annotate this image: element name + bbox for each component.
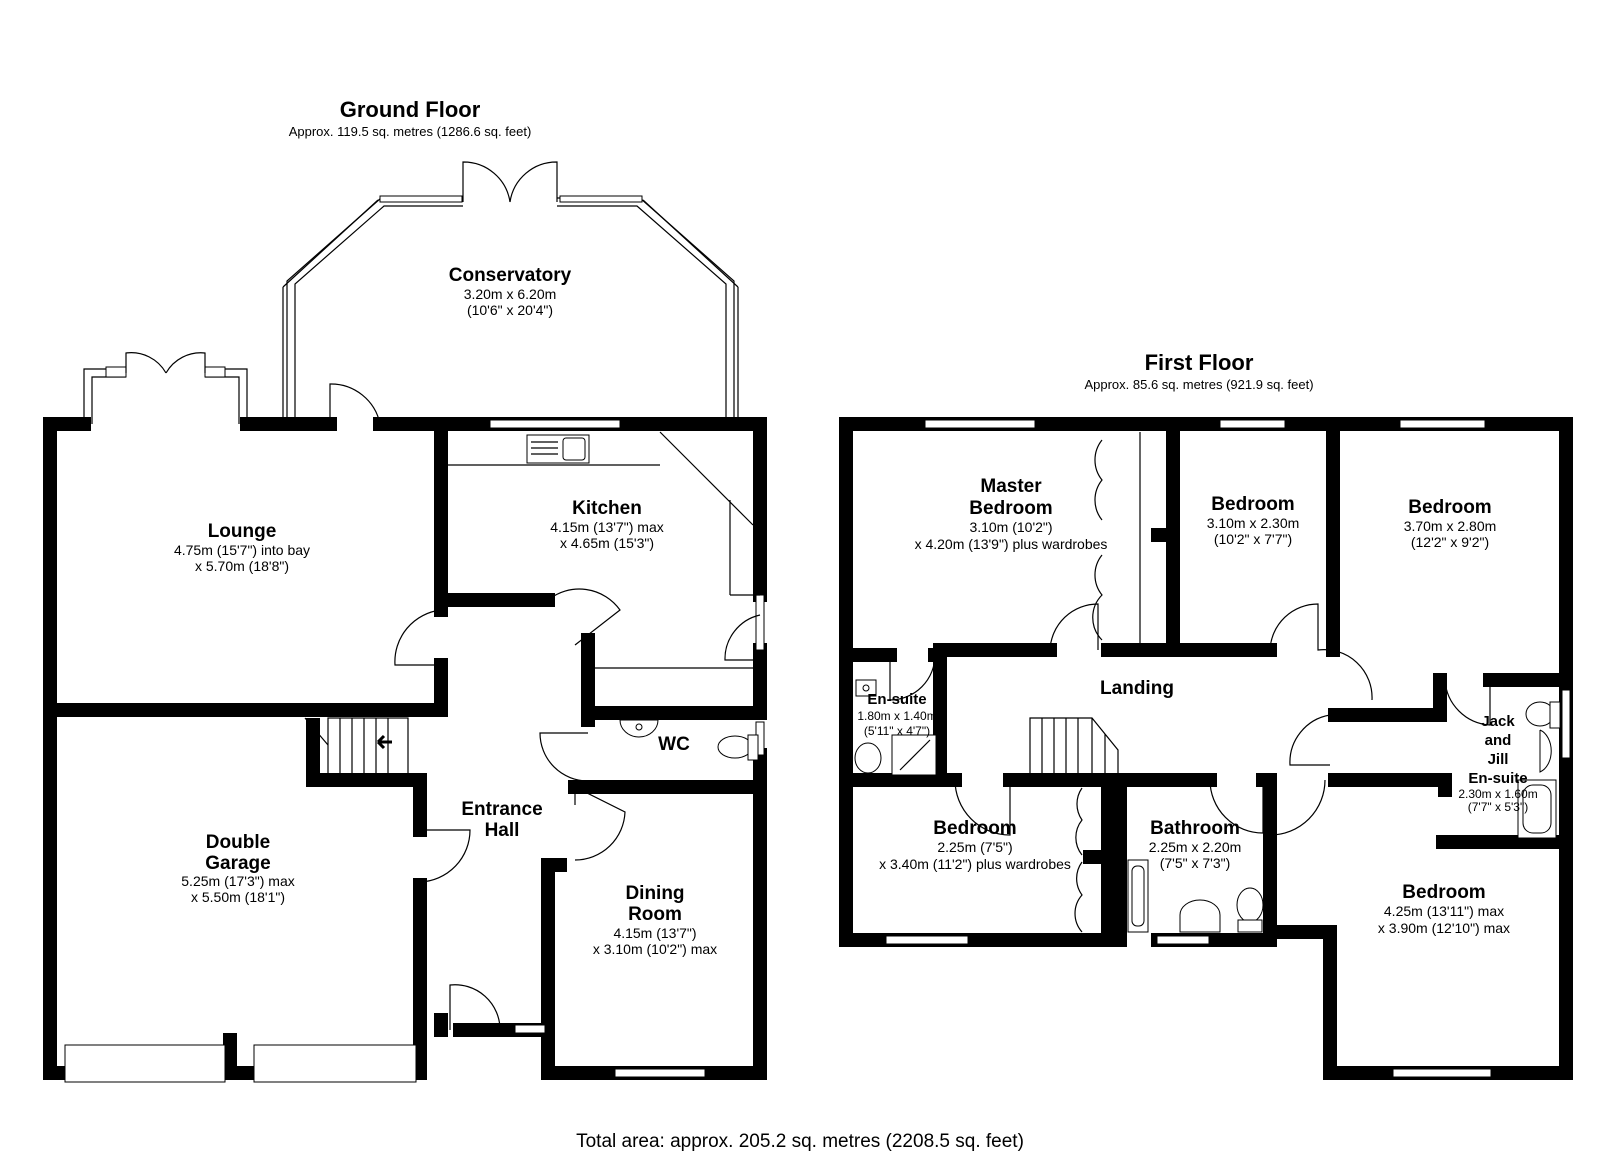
first-floor-title: First Floor xyxy=(1145,350,1254,375)
ground-floor-area: Approx. 119.5 sq. metres (1286.6 sq. fee… xyxy=(289,124,532,139)
bedroom-5-dim-1: 4.25m (13'11") max xyxy=(1384,903,1504,919)
jack-jill-label-4: En-suite xyxy=(1468,770,1527,787)
en-suite-dim-2: (5'11" x 4'7") xyxy=(864,724,930,738)
double-garage-label-1: Double xyxy=(206,832,270,853)
bedroom-4-window xyxy=(885,935,969,945)
entrance-hall-label-1: Entrance xyxy=(461,799,542,820)
conservatory-dim-1: 3.20m x 6.20m xyxy=(464,286,557,302)
master-bedroom-dim-1: 3.10m (10'2") xyxy=(969,519,1052,535)
bedroom-2-dim-2: (10'2" x 7'7") xyxy=(1214,531,1292,547)
jack-jill-dim-1: 2.30m x 1.60m xyxy=(1458,787,1537,801)
first-floor-doors xyxy=(889,603,1491,836)
lounge-label: Lounge xyxy=(208,521,277,542)
lounge-dim-1: 4.75m (15'7") into bay xyxy=(174,542,310,558)
landing-label: Landing xyxy=(1100,678,1174,699)
dining-room-label-2: Room xyxy=(628,904,682,925)
bathroom-window xyxy=(1156,935,1210,945)
garage-door-left xyxy=(64,1044,226,1083)
kitchen-side-window xyxy=(755,594,765,651)
kitchen-dim-2: x 4.65m (15'3") xyxy=(560,535,654,551)
conservatory-dim-2: (10'6" x 20'4") xyxy=(467,302,553,318)
jack-jill-label-3: Jill xyxy=(1488,751,1509,768)
bedroom-4-dim-2: x 3.40m (11'2") plus wardrobes xyxy=(879,856,1071,872)
ground-floor-doors xyxy=(329,383,761,1031)
first-floor-area: Approx. 85.6 sq. metres (921.9 sq. feet) xyxy=(1084,377,1313,392)
lounge-dim-2: x 5.70m (18'8") xyxy=(195,558,289,574)
kitchen-fittings xyxy=(441,431,760,669)
dining-room-label-1: Dining xyxy=(625,883,684,904)
en-suite-label: En-suite xyxy=(867,691,926,708)
kitchen-window xyxy=(489,419,621,429)
bathroom-dim-2: (7'5" x 7'3") xyxy=(1160,855,1231,871)
bedroom-3-label: Bedroom xyxy=(1408,497,1491,518)
conservatory-label: Conservatory xyxy=(449,265,572,286)
en-suite-dim-1: 1.80m x 1.40m xyxy=(857,709,936,723)
double-garage-dim-2: x 5.50m (18'1") xyxy=(191,889,285,905)
wc-fittings xyxy=(619,719,759,761)
bedroom-3-dim-2: (12'2" x 9'2") xyxy=(1411,534,1489,550)
kitchen-label: Kitchen xyxy=(572,498,642,519)
lounge-bay-window xyxy=(83,352,248,424)
hall-side-window xyxy=(514,1024,546,1034)
bathroom-dim-1: 2.25m x 2.20m xyxy=(1149,839,1242,855)
bedroom-2-dim-1: 3.10m x 2.30m xyxy=(1207,515,1300,531)
master-bedroom-label-2: Bedroom xyxy=(969,498,1052,519)
bedroom-2-window xyxy=(1219,419,1286,429)
bedroom-3-dim-1: 3.70m x 2.80m xyxy=(1404,518,1497,534)
bedroom-2-label: Bedroom xyxy=(1211,494,1294,515)
wc-label: WC xyxy=(658,734,690,755)
dining-window xyxy=(614,1068,706,1078)
ground-floor-walls xyxy=(43,417,767,1080)
bedroom-3-window xyxy=(1399,419,1486,429)
bedroom-5-window xyxy=(1392,1068,1492,1078)
en-suite-fittings xyxy=(854,679,937,776)
ground-floor-plan: Ground Floor Approx. 119.5 sq. metres (1… xyxy=(43,97,767,1083)
jack-jill-label-1: Jack xyxy=(1481,713,1515,730)
double-garage-label-2: Garage xyxy=(205,853,270,874)
bathroom-label: Bathroom xyxy=(1150,818,1240,839)
dining-room-dim-2: x 3.10m (10'2") max xyxy=(593,941,717,957)
entrance-hall-label-2: Hall xyxy=(485,820,520,841)
bathroom-fittings xyxy=(1127,859,1264,933)
ground-floor-stairs xyxy=(304,717,409,777)
wardrobe-doors xyxy=(1074,432,1141,933)
first-floor-plan: First Floor Approx. 85.6 sq. metres (921… xyxy=(839,350,1573,1080)
master-bedroom-label-1: Master xyxy=(980,476,1042,497)
jack-jill-fittings xyxy=(1517,701,1561,839)
bedroom-4-label: Bedroom xyxy=(933,818,1016,839)
master-bedroom-dim-2: x 4.20m (13'9") plus wardrobes xyxy=(915,536,1108,552)
dining-room-dim-1: 4.15m (13'7") xyxy=(613,925,696,941)
bedroom-5-label: Bedroom xyxy=(1402,882,1485,903)
jack-jill-window xyxy=(1561,689,1571,759)
kitchen-dim-1: 4.15m (13'7") max xyxy=(550,519,663,535)
conservatory-walls xyxy=(282,161,739,424)
garage-door-right xyxy=(253,1044,417,1083)
master-bedroom-window xyxy=(924,419,1036,429)
double-garage-dim-1: 5.25m (17'3") max xyxy=(181,873,294,889)
jack-jill-label-2: and xyxy=(1485,732,1512,749)
jack-jill-dim-2: (7'7" x 5'3") xyxy=(1468,800,1528,814)
first-floor-stairs xyxy=(1029,717,1119,775)
bedroom-5-dim-2: x 3.90m (12'10") max xyxy=(1378,920,1510,936)
total-area: Total area: approx. 205.2 sq. metres (22… xyxy=(576,1131,1024,1152)
ground-floor-title: Ground Floor xyxy=(340,97,481,122)
bedroom-4-dim-1: 2.25m (7'5") xyxy=(937,839,1012,855)
